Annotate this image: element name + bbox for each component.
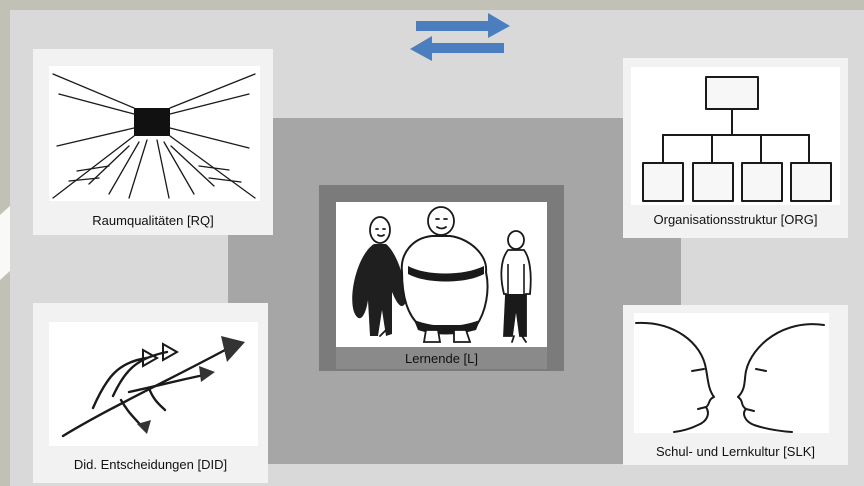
card-raumqualitaeten: Raumqualitäten [RQ]	[33, 49, 273, 235]
faces-sketch	[634, 313, 829, 433]
card-label: Organisationsstruktur [ORG]	[653, 212, 818, 227]
corridor-sketch	[49, 66, 260, 201]
card-label: Raumqualitäten [RQ]	[92, 213, 214, 228]
card-did-entscheidungen: Did. Entscheidungen [DID]	[33, 303, 268, 483]
card-schul-und-lernkultur: Schul- und Lernkultur [SLK]	[623, 305, 848, 465]
card-label: Did. Entscheidungen [DID]	[73, 457, 228, 472]
learners-sketch	[336, 202, 547, 347]
decision-arrows-sketch	[49, 322, 258, 446]
card-label: Schul- und Lernkultur [SLK]	[656, 444, 815, 459]
org-chart-sketch	[631, 67, 840, 205]
card-organisationsstruktur: Organisationsstruktur [ORG]	[623, 58, 848, 238]
learners-label-box: Lernende [L]	[336, 347, 547, 369]
card-label: Lernende [L]	[404, 351, 478, 366]
